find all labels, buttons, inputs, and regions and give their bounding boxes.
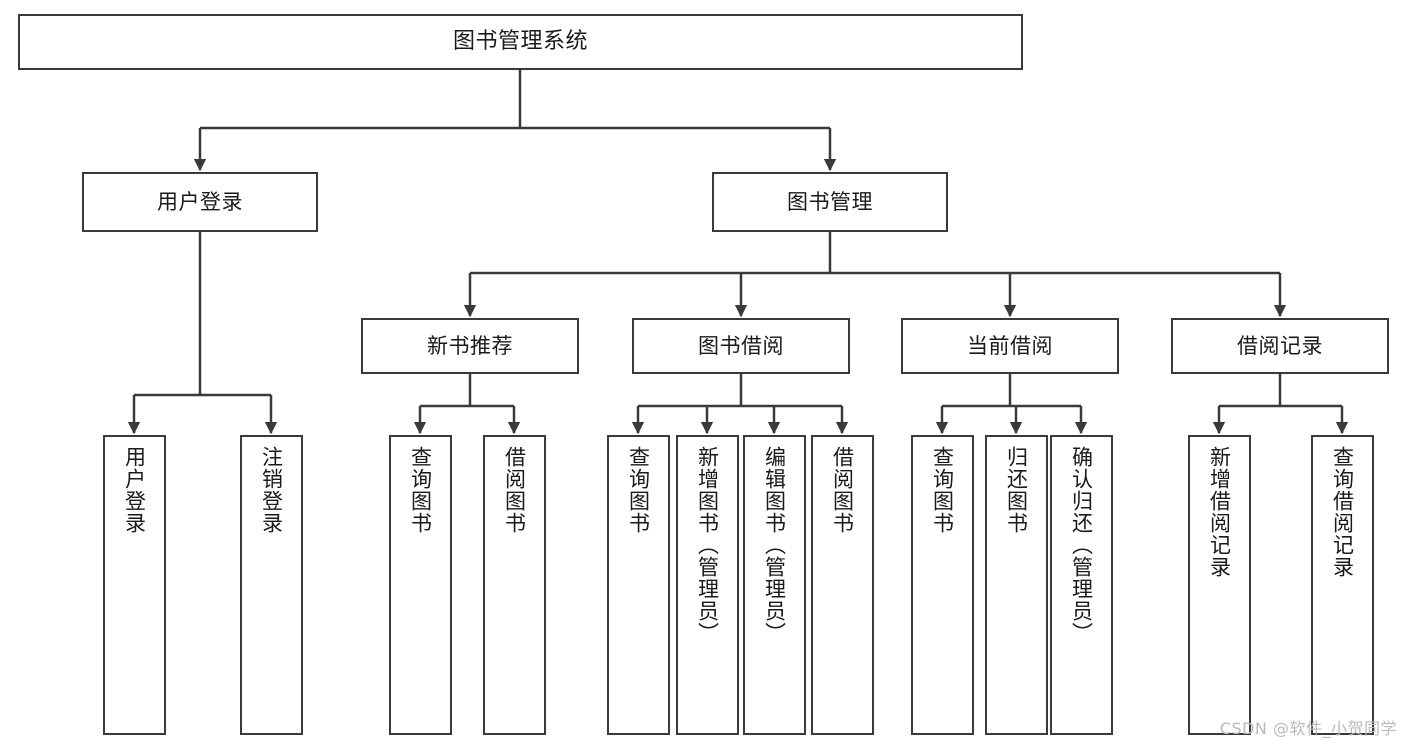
node-root-label: 图书管理系统 — [452, 29, 588, 55]
node-leaf-add-record-label: 新增借阅记录 — [1207, 446, 1232, 578]
node-leaf-borrow-book-2[interactable]: 借阅图书 — [811, 435, 874, 735]
node-leaf-edit-book-label: 编辑图书（管理员） — [762, 446, 787, 644]
node-leaf-query-book-1-label: 查询图书 — [408, 446, 433, 534]
node-leaf-query-book-1[interactable]: 查询图书 — [389, 435, 452, 735]
node-leaf-query-book-2[interactable]: 查询图书 — [607, 435, 670, 735]
node-borrow-record-label: 借阅记录 — [1237, 333, 1323, 358]
node-book-manage-label: 图书管理 — [787, 189, 873, 214]
node-book-manage[interactable]: 图书管理 — [712, 172, 948, 232]
node-leaf-user-logout-label: 注销登录 — [259, 446, 284, 534]
node-borrow-record[interactable]: 借阅记录 — [1171, 318, 1389, 374]
node-current-borrow-label: 当前借阅 — [967, 333, 1053, 358]
node-new-book-rec[interactable]: 新书推荐 — [361, 318, 579, 374]
node-leaf-add-record[interactable]: 新增借阅记录 — [1188, 435, 1251, 735]
node-user-login[interactable]: 用户登录 — [82, 172, 318, 232]
node-leaf-query-book-2-label: 查询图书 — [626, 446, 651, 534]
csdn-watermark: CSDN @软件_小贺同学 — [1219, 719, 1397, 738]
node-leaf-user-login-label: 用户登录 — [122, 446, 147, 534]
node-leaf-return-book-label: 归还图书 — [1004, 446, 1029, 534]
node-leaf-edit-book[interactable]: 编辑图书（管理员） — [743, 435, 806, 735]
node-leaf-user-logout[interactable]: 注销登录 — [240, 435, 303, 735]
node-book-borrow-label: 图书借阅 — [698, 333, 784, 358]
node-user-login-label: 用户登录 — [157, 189, 243, 214]
node-leaf-borrow-book-1-label: 借阅图书 — [502, 446, 527, 534]
node-root[interactable]: 图书管理系统 — [18, 14, 1023, 70]
node-leaf-add-book-label: 新增图书（管理员） — [695, 446, 720, 644]
node-leaf-query-book-3[interactable]: 查询图书 — [911, 435, 974, 735]
node-leaf-query-book-3-label: 查询图书 — [930, 446, 955, 534]
node-leaf-add-book[interactable]: 新增图书（管理员） — [676, 435, 739, 735]
node-leaf-borrow-book-1[interactable]: 借阅图书 — [483, 435, 546, 735]
node-leaf-confirm-return[interactable]: 确认归还（管理员） — [1050, 435, 1113, 735]
node-leaf-return-book[interactable]: 归还图书 — [985, 435, 1048, 735]
node-leaf-query-record-label: 查询借阅记录 — [1330, 446, 1355, 578]
node-leaf-confirm-return-label: 确认归还（管理员） — [1069, 446, 1094, 644]
node-leaf-user-login[interactable]: 用户登录 — [103, 435, 166, 735]
node-new-book-rec-label: 新书推荐 — [427, 333, 513, 358]
node-book-borrow[interactable]: 图书借阅 — [632, 318, 850, 374]
node-leaf-borrow-book-2-label: 借阅图书 — [830, 446, 855, 534]
node-leaf-query-record[interactable]: 查询借阅记录 — [1311, 435, 1374, 735]
node-current-borrow[interactable]: 当前借阅 — [901, 318, 1119, 374]
